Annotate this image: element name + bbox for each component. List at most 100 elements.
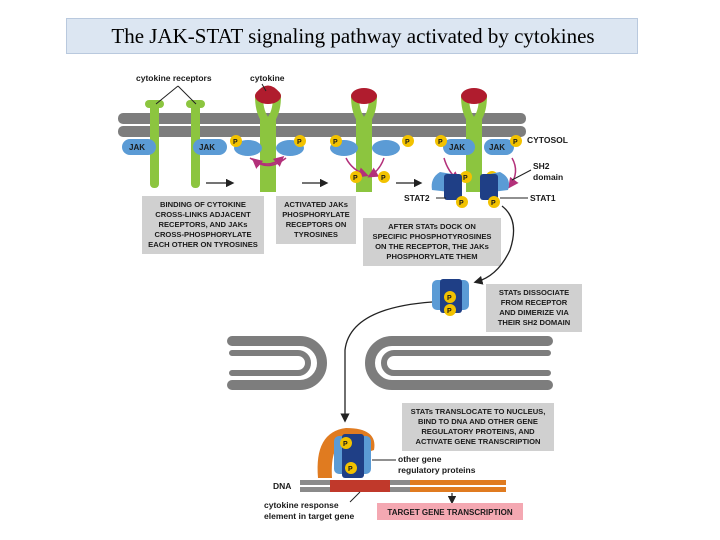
receptor-pointer — [155, 85, 197, 105]
jak-label: JAK — [199, 143, 215, 152]
dna-strand — [300, 480, 506, 492]
jak-protein: JAK — [122, 139, 156, 155]
jak-protein — [372, 140, 400, 156]
phosphate: P — [345, 462, 357, 474]
phosphate: P — [340, 437, 352, 449]
svg-text:AND DIMERIZE VIA: AND DIMERIZE VIA — [499, 308, 569, 317]
svg-text:REGULATORY PROTEINS, AND: REGULATORY PROTEINS, AND — [421, 427, 535, 436]
jak-label: JAK — [449, 143, 465, 152]
svg-text:P: P — [333, 139, 338, 146]
svg-text:P: P — [343, 441, 348, 448]
svg-text:EACH OTHER ON TYROSINES: EACH OTHER ON TYROSINES — [148, 240, 258, 249]
step-box-activated: ACTIVATED JAKs PHOSPHORYLATE RECEPTORS O… — [276, 196, 356, 244]
phosphate: P — [510, 135, 522, 147]
cytokine-pointer — [261, 83, 267, 92]
stat-proteins-docked: P P — [431, 172, 509, 208]
stat2-label: STAT2 — [404, 193, 430, 203]
phosphate: P — [330, 135, 342, 147]
svg-text:STATs DISSOCIATE: STATs DISSOCIATE — [499, 288, 569, 297]
svg-text:P: P — [463, 175, 468, 182]
sh2-domain-label: domain — [533, 172, 563, 182]
jak-proteins: JAK JAK JAK JAK — [122, 139, 514, 156]
svg-text:P: P — [459, 200, 464, 207]
phosphate: P — [230, 135, 242, 147]
phosphate: P — [444, 291, 456, 303]
svg-text:P: P — [405, 139, 410, 146]
svg-text:P: P — [447, 295, 452, 302]
phosphate: P — [350, 171, 362, 183]
arrow-to-dimer — [473, 205, 515, 285]
svg-text:CROSS-PHOSPHORYLATE: CROSS-PHOSPHORYLATE — [154, 230, 251, 239]
svg-text:BINDING OF CYTOKINE: BINDING OF CYTOKINE — [160, 200, 246, 209]
phosphate: P — [402, 135, 414, 147]
phosphate: P — [460, 171, 472, 183]
svg-text:P: P — [233, 139, 238, 146]
svg-text:P: P — [491, 200, 496, 207]
stat1-label: STAT1 — [530, 193, 556, 203]
target-gene-box: TARGET GENE TRANSCRIPTION — [377, 503, 523, 520]
svg-text:RECEPTORS, AND JAKs: RECEPTORS, AND JAKs — [158, 220, 247, 229]
svg-text:CROSS-LINKS ADJACENT: CROSS-LINKS ADJACENT — [155, 210, 251, 219]
svg-text:STATs TRANSLOCATE TO NUCLEUS,: STATs TRANSLOCATE TO NUCLEUS, — [411, 407, 546, 416]
sh2-pointer — [511, 169, 532, 181]
svg-text:ACTIVATE GENE TRANSCRIPTION: ACTIVATE GENE TRANSCRIPTION — [415, 437, 540, 446]
title-box: The JAK-STAT signaling pathway activated… — [66, 18, 638, 54]
phosphate: P — [378, 171, 390, 183]
svg-text:P: P — [348, 466, 353, 473]
svg-text:PHOSPHORYLATE THEM: PHOSPHORYLATE THEM — [386, 252, 477, 261]
cytokine-receptors-label: cytokine receptors — [136, 73, 212, 83]
cytokine — [255, 88, 281, 104]
phosphate: P — [456, 196, 468, 208]
phosphate: P — [435, 135, 447, 147]
step-box-dissociate: STATs DISSOCIATE FROM RECEPTOR AND DIMER… — [486, 284, 582, 332]
svg-text:TYROSINES: TYROSINES — [294, 230, 338, 239]
svg-text:SPECIFIC PHOSPHOTYROSINES: SPECIFIC PHOSPHOTYROSINES — [373, 232, 492, 241]
regulatory-proteins-label: regulatory proteins — [398, 465, 476, 475]
svg-text:RECEPTORS ON: RECEPTORS ON — [286, 220, 347, 229]
jak-label: JAK — [129, 143, 145, 152]
nuclear-envelope — [227, 336, 553, 390]
svg-text:P: P — [353, 175, 358, 182]
stat-dimer: P P — [432, 279, 469, 316]
svg-text:PHOSPHORYLATE: PHOSPHORYLATE — [282, 210, 350, 219]
svg-text:P: P — [381, 175, 386, 182]
page-title: The JAK-STAT signaling pathway activated… — [111, 24, 595, 48]
other-gene-label: other gene — [398, 454, 442, 464]
svg-text:FROM RECEPTOR: FROM RECEPTOR — [501, 298, 568, 307]
phosphate: P — [488, 196, 500, 208]
svg-text:P: P — [447, 308, 452, 315]
receptor — [461, 92, 487, 192]
jak-protein: JAK — [193, 139, 227, 155]
cytokine-label: cytokine — [250, 73, 285, 83]
svg-text:P: P — [513, 139, 518, 146]
cytokines — [255, 85, 487, 104]
cytokine — [351, 88, 377, 104]
plasma-membrane — [118, 113, 526, 137]
jak-protein: JAK — [443, 139, 475, 155]
receptor — [255, 92, 281, 192]
cytokine — [461, 88, 487, 104]
cre-element-label: element in target gene — [264, 511, 354, 521]
jak-protein: JAK — [484, 139, 514, 155]
svg-text:BIND TO DNA AND OTHER GENE: BIND TO DNA AND OTHER GENE — [418, 417, 538, 426]
cre-pointer — [349, 491, 361, 503]
jak-label: JAK — [489, 143, 505, 152]
arrow-to-nucleus — [340, 301, 433, 423]
dna-label: DNA — [273, 481, 291, 491]
cytosol-label: CYTOSOL — [527, 135, 568, 145]
step-box-dock: AFTER STATs DOCK ON SPECIFIC PHOSPHOTYRO… — [363, 218, 501, 266]
step-box-binding: BINDING OF CYTOKINE CROSS-LINKS ADJACENT… — [142, 196, 264, 254]
gene-regulatory-complex: P P — [317, 428, 375, 478]
svg-text:TARGET GENE TRANSCRIPTION: TARGET GENE TRANSCRIPTION — [387, 508, 512, 517]
svg-text:ACTIVATED JAKs: ACTIVATED JAKs — [284, 200, 348, 209]
svg-text:P: P — [438, 139, 443, 146]
receptors — [145, 92, 487, 192]
receptor — [351, 92, 377, 192]
phosphate: P — [294, 135, 306, 147]
cre-label: cytokine response — [264, 500, 339, 510]
phosphate: P — [444, 304, 456, 316]
step-box-translocate: STATs TRANSLOCATE TO NUCLEUS, BIND TO DN… — [402, 403, 554, 451]
svg-text:P: P — [297, 139, 302, 146]
sh2-label: SH2 — [533, 161, 550, 171]
